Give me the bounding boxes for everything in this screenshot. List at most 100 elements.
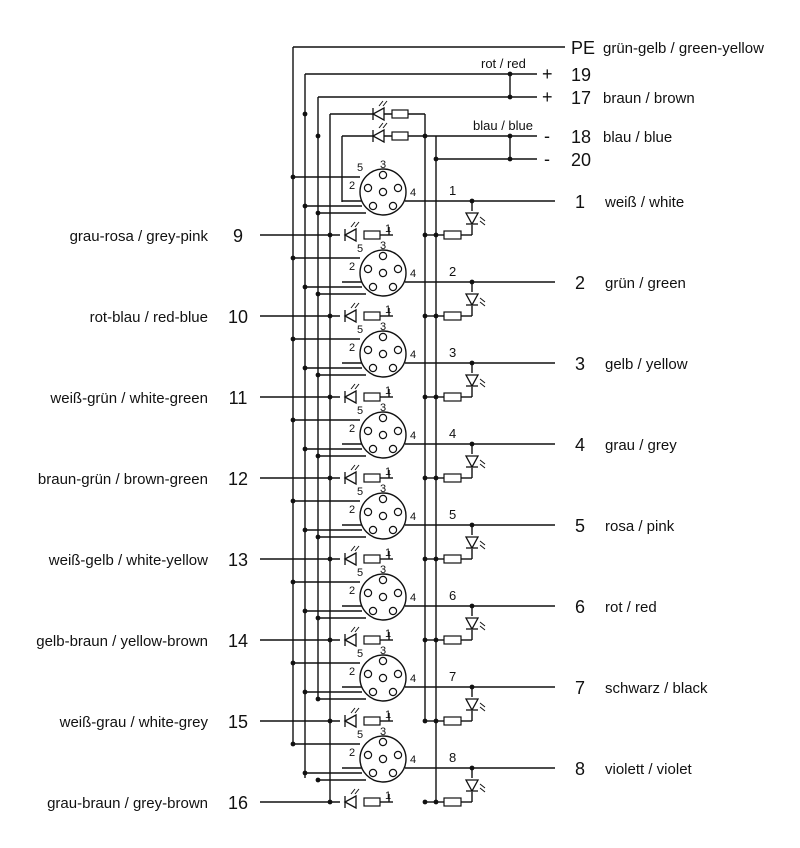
input-led-icon xyxy=(344,464,360,485)
blue-wire-label: blau / blue xyxy=(473,118,533,133)
output-led-icon xyxy=(465,698,486,712)
pin-label-1: 1 xyxy=(385,385,391,397)
output-resistor xyxy=(443,311,462,321)
input-pin-number: 14 xyxy=(228,631,248,651)
output-led-icon xyxy=(465,617,486,631)
output-resistor xyxy=(443,392,462,402)
pin-contact xyxy=(368,444,378,454)
pin-label-5: 5 xyxy=(357,567,363,579)
pin-label-2: 2 xyxy=(349,747,355,759)
pin-contact xyxy=(388,768,398,778)
minus-20-sign: - xyxy=(544,149,550,169)
pin-label-3: 3 xyxy=(380,564,386,576)
input-led-icon xyxy=(344,383,360,404)
pin-label-1: 1 xyxy=(385,790,391,802)
plus-19-sign: + xyxy=(542,64,553,84)
pin-label-3: 3 xyxy=(380,402,386,414)
pin-contact xyxy=(388,201,398,211)
pin-contact xyxy=(363,183,373,193)
pin-label-5: 5 xyxy=(357,405,363,417)
output-pin-number: 7 xyxy=(575,678,585,698)
pin-contact xyxy=(393,426,403,436)
output-pin-number: 5 xyxy=(575,516,585,536)
pin-label-5: 5 xyxy=(357,243,363,255)
pin-label-2: 2 xyxy=(349,666,355,678)
input-led-icon xyxy=(344,221,360,242)
output-resistor xyxy=(443,797,462,807)
pin4-number: 6 xyxy=(449,588,456,603)
pin-contact xyxy=(378,349,388,359)
pin-contact xyxy=(393,588,403,598)
pin-contact xyxy=(378,251,388,261)
pin-label-1: 1 xyxy=(385,628,391,640)
output-pin-number: 3 xyxy=(575,354,585,374)
input-led-icon xyxy=(344,545,360,566)
pin-label-1: 1 xyxy=(385,709,391,721)
input-resistor xyxy=(363,230,381,240)
pin-contact xyxy=(388,282,398,292)
input-label: grau-braun / grey-brown xyxy=(47,795,208,812)
pin-contact xyxy=(393,345,403,355)
input-led-icon xyxy=(344,707,360,728)
pin4-number: 7 xyxy=(449,669,456,684)
pin-label-3: 3 xyxy=(380,321,386,333)
pin-contact xyxy=(378,332,388,342)
input-pin-number: 15 xyxy=(228,712,248,732)
output-label: violett / violet xyxy=(605,761,693,778)
pin-contact xyxy=(378,494,388,504)
input-pin-number: 9 xyxy=(233,226,243,246)
pin-label-4: 4 xyxy=(410,592,416,604)
input-led-icon xyxy=(344,626,360,647)
pin-label-2: 2 xyxy=(349,423,355,435)
pin-label-1: 1 xyxy=(385,466,391,478)
input-resistor xyxy=(363,797,381,807)
output-pin-number: 1 xyxy=(575,192,585,212)
input-resistor xyxy=(363,635,381,645)
output-resistor xyxy=(443,554,462,564)
pe-label: grün-gelb / green-yellow xyxy=(603,40,764,57)
input-resistor xyxy=(363,716,381,726)
pin-contact xyxy=(363,426,373,436)
output-led-icon xyxy=(465,455,486,469)
output-label: rot / red xyxy=(605,599,657,616)
pin-contact xyxy=(393,183,403,193)
pin-contact xyxy=(368,687,378,697)
output-label: grün / green xyxy=(605,275,686,292)
pin-contact xyxy=(368,606,378,616)
input-resistor xyxy=(363,554,381,564)
input-label: braun-grün / brown-green xyxy=(38,471,208,488)
input-label: weiß-grün / white-green xyxy=(49,390,208,407)
pin-label-4: 4 xyxy=(410,349,416,361)
pin-contact xyxy=(378,656,388,666)
input-label: weiß-grau / white-grey xyxy=(59,714,209,731)
pin-label-5: 5 xyxy=(357,486,363,498)
pin-label-4: 4 xyxy=(410,511,416,523)
pin-label-2: 2 xyxy=(349,180,355,192)
pin-label-3: 3 xyxy=(380,240,386,252)
pin-contact xyxy=(368,768,378,778)
output-resistor xyxy=(443,635,462,645)
output-label: grau / grey xyxy=(605,437,677,454)
pin-contact xyxy=(378,430,388,440)
pin-20: 20 xyxy=(571,150,591,170)
input-label: rot-blau / red-blue xyxy=(90,309,208,326)
input-pin-number: 12 xyxy=(228,469,248,489)
pin-contact xyxy=(378,575,388,585)
input-label: grau-rosa / grey-pink xyxy=(70,228,209,245)
pin4-number: 4 xyxy=(449,426,456,441)
pin-contact xyxy=(388,606,398,616)
pin-label-5: 5 xyxy=(357,162,363,174)
pin-17: 17 xyxy=(571,88,591,108)
pin-contact xyxy=(363,750,373,760)
minus-18-sign: - xyxy=(544,126,550,146)
pin-contact xyxy=(393,750,403,760)
input-pin-number: 10 xyxy=(228,307,248,327)
pin-label-4: 4 xyxy=(410,430,416,442)
